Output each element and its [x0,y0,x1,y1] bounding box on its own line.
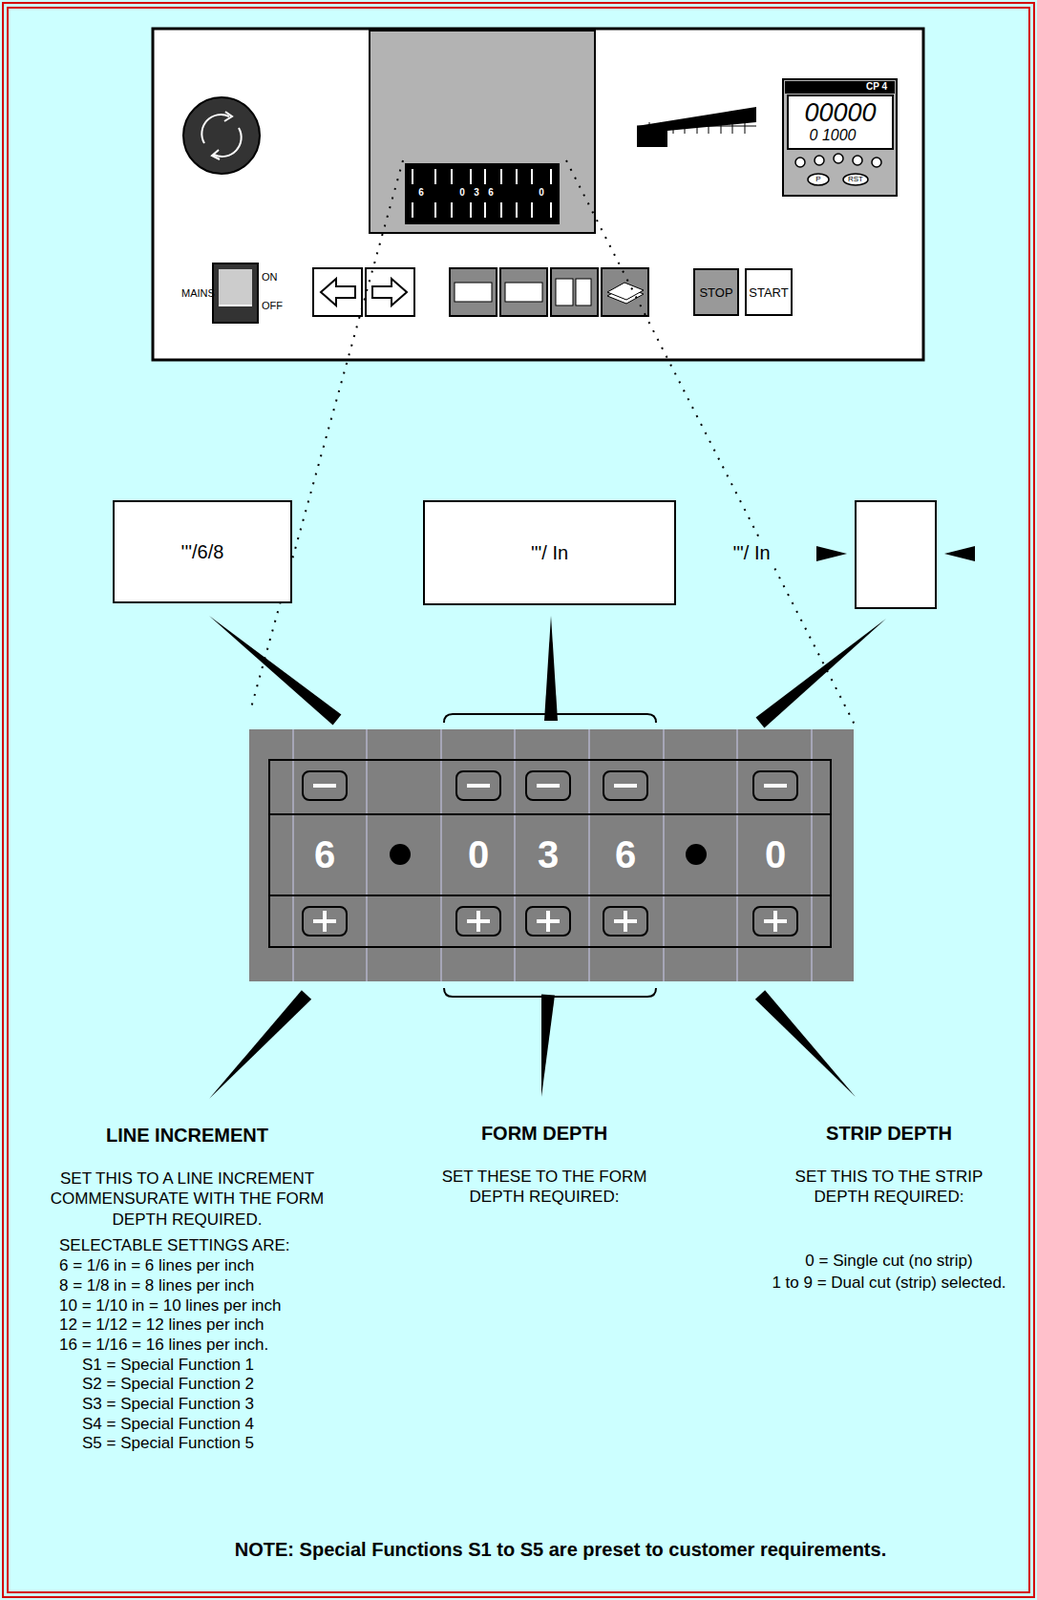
setting-item: 12 = 1/12 = 12 lines per inch [59,1315,265,1335]
pointer-spike [755,990,856,1098]
counter-model: CP 4 [866,81,888,93]
mains-switch [212,263,258,323]
wheel-button [603,907,648,936]
strip-digit: 6 [418,187,424,199]
switch-label: OFF [261,299,283,313]
setting-item: 8 = 1/8 in = 8 lines per inch [59,1276,254,1296]
section-text: SET THESE TO THE FORM DEPTH REQUIRED: [429,1166,659,1208]
strip-depth-icon: '''/ In [854,500,937,610]
switch-housing [369,30,595,233]
wheel-button [526,907,571,936]
wheel-button [753,771,798,801]
wheel-digit: 0 [764,831,786,878]
strip-digit: 6 [487,187,494,199]
section-heading: LINE INCREMENT [105,1123,269,1147]
node-text: STOP [698,285,733,300]
wheel-button [456,907,501,936]
wheel-button [302,907,347,936]
line-increment-icon: '''/6/8 [112,500,293,604]
switch-label: MAINS [181,287,215,300]
section-heading: FORM DEPTH [481,1121,608,1145]
control-panel [152,28,924,360]
pointer-spike [209,615,341,725]
pointer-spike [544,615,558,721]
wheel-button [526,771,571,801]
thumbwheel-strip [404,163,560,225]
setting-item: S3 = Special Function 3 [82,1395,254,1415]
note: NOTE: Special Functions S1 to S5 are pre… [234,1538,887,1562]
node-text: '''/ In [528,542,572,565]
strip-digit: 0 [538,187,545,199]
switch-label: ON [261,271,278,284]
counter-preset: 0 1000 [809,126,857,145]
wheel-digit: 0 [467,831,489,878]
thumbwheel-enlarged [249,729,854,982]
pointer-spike [541,994,555,1098]
section-text: SELECTABLE SETTINGS ARE: [59,1236,291,1256]
setting-item: S1 = Special Function 1 [82,1355,254,1376]
section-text: SET THIS TO THE STRIP DEPTH REQUIRED: [769,1166,1009,1208]
node-text: START [748,285,788,300]
setting-item: 16 = 1/16 = 16 lines per inch. [59,1335,269,1355]
setting-item: 1 to 9 = Dual cut (strip) selected. [771,1273,1006,1293]
wheel-button [603,771,648,801]
stop-button: STOP [693,268,740,317]
setting-item: 6 = 1/6 in = 6 lines per inch [59,1256,254,1276]
wheel-digit: 3 [537,831,559,878]
setting-item: S5 = Special Function 5 [82,1434,254,1454]
wheel-digit: 6 [314,831,336,878]
pointer-spike [756,618,887,728]
node-text: '''/ In [703,542,800,565]
section-heading: STRIP DEPTH [825,1121,953,1145]
pointer-spike [209,990,312,1100]
wheel-button [456,771,501,801]
strip-digit: 0 [459,187,466,199]
section-text: SET THIS TO A LINE INCREMENT COMMENSURAT… [34,1168,340,1230]
setting-item: S2 = Special Function 2 [82,1375,254,1395]
emergency-knob [183,97,260,174]
counter-display: 00000 [804,97,876,128]
counter-key: P [815,174,821,185]
node-text: '''/6/8 [178,541,228,564]
counter-key: RST [847,174,864,185]
form-depth-icon: '''/ In [423,500,677,606]
strip-digit: 3 [473,187,480,199]
start-button: START [744,268,793,317]
wheel-button [302,771,347,801]
setting-item: 0 = Single cut (no strip) [804,1251,973,1271]
counter-unit [783,79,897,196]
setting-item: S4 = Special Function 4 [82,1415,254,1435]
setting-item: 10 = 1/10 in = 10 lines per inch [59,1296,282,1316]
wheel-digit: 6 [614,831,636,878]
wheel-button [753,907,798,936]
